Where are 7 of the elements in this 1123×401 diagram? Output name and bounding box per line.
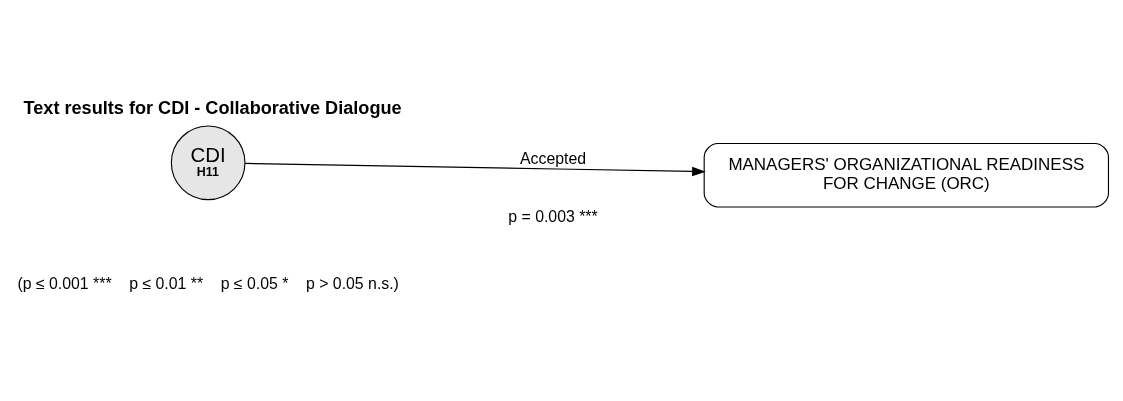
label: (p ≤ 0.001 *** p ≤ 0.01 ** p ≤ 0.05 * p > 0.05 n.s.) bbox=[17, 274, 399, 292]
node-circle: CDI H11 bbox=[170, 124, 246, 200]
edge-label: Accepted bbox=[519, 149, 587, 167]
diagram-title: Text results for CDI - Collaborative Dialogue bbox=[23, 97, 402, 118]
arrow bbox=[244, 162, 706, 176]
node-box: MANAGERS' ORGANIZATIONAL READINESS FOR CHANGE (ORC) bbox=[703, 142, 1110, 207]
label: p = 0.003 *** bbox=[508, 207, 598, 225]
